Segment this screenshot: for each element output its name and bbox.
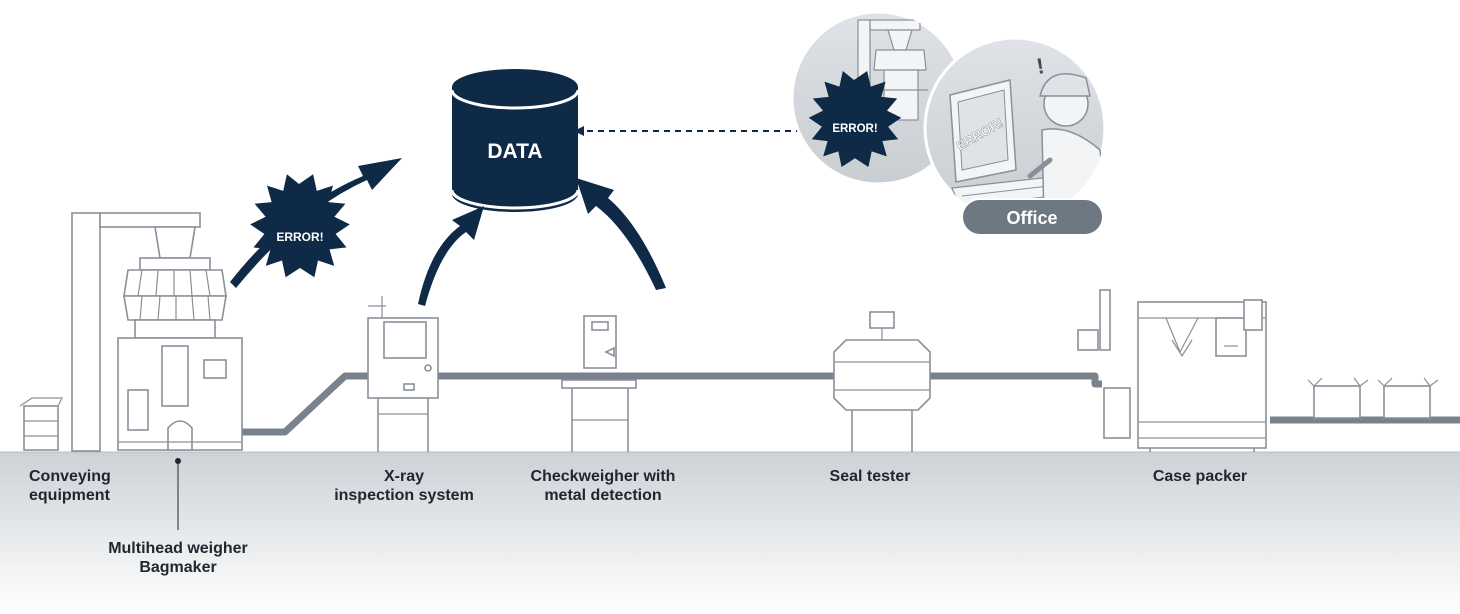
case-packer (1077, 289, 1267, 452)
seal-tester (833, 311, 931, 452)
error-text: ERROR! (276, 230, 323, 244)
label-checkweigher: Checkweigher with metal detection (508, 467, 698, 505)
label-seal-tester: Seal tester (810, 467, 930, 486)
label-line: equipment (29, 487, 110, 504)
error-text: ERROR! (832, 123, 877, 135)
factory-floor (0, 452, 1460, 614)
label-line: Case packer (1152, 468, 1248, 485)
label-line: inspection system (334, 487, 474, 504)
label-case-packer: Case packer (1130, 467, 1270, 486)
office-badge-label: Office (1006, 208, 1057, 228)
checkweigher (561, 315, 637, 452)
x-ray-machine (367, 296, 439, 452)
multihead-weigher-bagmaker (71, 212, 243, 452)
arrow-from-checkweigher (576, 178, 666, 290)
label-line: metal detection (544, 487, 662, 504)
label-x-ray-inspection-system: X-ray inspection system (324, 467, 484, 505)
label-line: Conveying (29, 468, 111, 485)
label-line: Multihead weigher (108, 540, 248, 557)
label-multihead-weigher-bagmaker: Multihead weigher Bagmaker (94, 539, 262, 577)
office-badge (961, 198, 1104, 236)
conveying-equipment (19, 397, 63, 451)
error-burst-weigher: ERROR! (250, 174, 350, 278)
label-line: Seal tester (829, 468, 911, 485)
label-line: Checkweigher with (530, 468, 676, 485)
output-boxes (1307, 377, 1439, 419)
label-conveying-equipment: Conveying equipment (29, 467, 111, 505)
label-line: X-ray (383, 468, 425, 485)
arrow-from-xray (418, 206, 484, 306)
database-label: DATA (487, 140, 542, 163)
label-line: Bagmaker (139, 559, 217, 576)
exclamation-mark: ! (1035, 53, 1047, 79)
conveyor-belt (168, 372, 1102, 436)
arrow-from-weigher (230, 158, 402, 288)
database-cylinder: DATA (450, 69, 580, 212)
error-burst-office: ERROR! (808, 71, 902, 167)
